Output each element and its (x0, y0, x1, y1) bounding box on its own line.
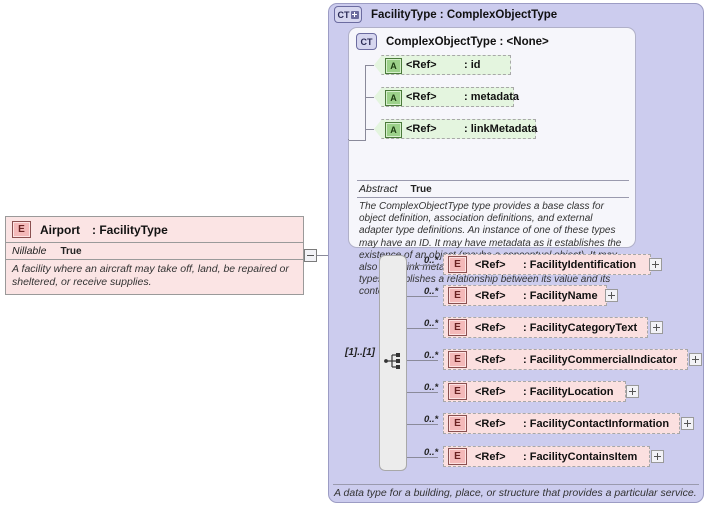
divider (333, 484, 699, 485)
attribute-name: : metadata (464, 91, 520, 103)
element-icon: E (448, 319, 467, 336)
connector-line (365, 65, 374, 66)
element-name: : FacilityCategoryText (523, 321, 638, 334)
connector-line (407, 424, 438, 425)
connector-line (407, 392, 438, 393)
facility-type-header[interactable]: CT FacilityType : ComplexObjectType (334, 6, 557, 23)
divider (357, 180, 629, 181)
connector-line (407, 265, 438, 266)
plus-toggle[interactable] (650, 321, 663, 334)
element-icon: E (448, 383, 467, 400)
element-ref: <Ref> (475, 450, 506, 463)
plus-toggle[interactable] (649, 258, 662, 271)
divider (357, 197, 629, 198)
element-ref: <Ref> (475, 289, 506, 302)
facet-value-nillable: True (60, 245, 82, 257)
sequence-compositor-icon (384, 353, 400, 369)
divider (6, 242, 303, 243)
attribute-icon: A (385, 90, 402, 106)
connector-line (407, 328, 438, 329)
attribute-icon: A (385, 58, 402, 74)
element-name: : FacilityContainsItem (523, 450, 638, 463)
element-icon: E (448, 415, 467, 432)
complex-object-type-box: CT ComplexObjectType : <None> A <Ref> : … (348, 27, 636, 297)
airport-facet-row: Nillable True (6, 243, 303, 259)
element-icon: E (448, 256, 467, 273)
connector-line (407, 457, 438, 458)
facet-label-nillable: Nillable (12, 245, 47, 257)
cardinality-label: 0..* (424, 318, 439, 329)
plus-toggle[interactable] (681, 417, 694, 430)
airport-documentation: A facility where an aircraft may take of… (6, 260, 303, 295)
facility-type-title: FacilityType : ComplexObjectType (371, 8, 558, 21)
airport-element-box[interactable]: E Airport : FacilityType Nillable True A… (5, 216, 304, 296)
connector-line (365, 65, 366, 140)
minus-toggle[interactable] (304, 249, 317, 262)
element-name: : FacilityIdentification (523, 258, 637, 271)
connector-line (349, 140, 366, 141)
element-row[interactable]: E <Ref> : FacilityContainsItem (443, 446, 650, 467)
cardinality-label: 0..* (424, 382, 439, 393)
facet-label-abstract: Abstract (359, 183, 398, 195)
sequence-cardinality: [1]..[1] (345, 347, 375, 358)
element-icon: E (448, 351, 467, 368)
element-name: : FacilityLocation (523, 385, 614, 398)
plus-glyph (350, 10, 359, 19)
connector-line (348, 139, 349, 140)
cardinality-label: 0..* (424, 255, 439, 266)
element-row[interactable]: E <Ref> : FacilityCommercialIndicator (443, 349, 688, 370)
cardinality-label: 0..* (424, 447, 439, 458)
element-name: : FacilityContactInformation (523, 417, 670, 430)
element-row[interactable]: E <Ref> : FacilityLocation (443, 381, 626, 402)
element-row[interactable]: E <Ref> : FacilityName (443, 285, 607, 306)
attribute-icon: A (385, 122, 402, 138)
attribute-ref: <Ref> (406, 59, 437, 71)
facet-value-abstract: True (410, 183, 432, 195)
element-ref: <Ref> (475, 353, 506, 366)
airport-type: : FacilityType (92, 222, 168, 237)
element-row[interactable]: E <Ref> : FacilityCategoryText (443, 317, 648, 338)
attribute-ref: <Ref> (406, 91, 437, 103)
element-ref: <Ref> (475, 258, 506, 271)
ct-text: CT (337, 9, 350, 20)
element-row[interactable]: E <Ref> : FacilityIdentification (443, 254, 651, 275)
airport-header: E Airport : FacilityType (6, 217, 303, 242)
element-ref: <Ref> (475, 417, 506, 430)
connector-line (365, 129, 374, 130)
complextype-icon: CT (356, 33, 377, 50)
facility-type-documentation: A data type for a building, place, or st… (334, 487, 697, 499)
plus-toggle[interactable] (651, 450, 664, 463)
element-row[interactable]: E <Ref> : FacilityContactInformation (443, 413, 680, 434)
abstract-facet-row: Abstract True (357, 181, 629, 197)
attribute-name: : linkMetadata (464, 123, 538, 135)
attribute-row[interactable]: A <Ref> : linkMetadata (374, 119, 538, 139)
attribute-name: : id (464, 59, 481, 71)
plus-toggle[interactable] (689, 353, 702, 366)
attribute-row[interactable]: A <Ref> : metadata (374, 87, 519, 107)
element-icon: E (448, 287, 467, 304)
sequence-compositor[interactable] (379, 255, 407, 471)
airport-name: Airport (40, 222, 80, 237)
attribute-ref: <Ref> (406, 123, 437, 135)
element-icon: E (448, 448, 467, 465)
element-ref: <Ref> (475, 321, 506, 334)
complex-object-type-header[interactable]: CT ComplexObjectType : <None> (356, 33, 549, 50)
connector-line (407, 296, 438, 297)
connector-line (365, 97, 374, 98)
cardinality-label: 0..* (424, 286, 439, 297)
element-icon: E (12, 221, 31, 238)
cardinality-label: 0..* (424, 350, 439, 361)
element-name: : FacilityCommercialIndicator (523, 353, 678, 366)
complex-object-type-title: ComplexObjectType : <None> (386, 35, 549, 48)
attribute-row[interactable]: A <Ref> : id (374, 55, 511, 75)
connector-line (407, 360, 438, 361)
divider (6, 259, 303, 260)
cardinality-label: 0..* (424, 414, 439, 425)
element-name: : FacilityName (523, 289, 598, 302)
plus-toggle[interactable] (605, 289, 618, 302)
complextype-expanded-icon[interactable]: CT (334, 6, 362, 23)
plus-toggle[interactable] (626, 385, 639, 398)
element-ref: <Ref> (475, 385, 506, 398)
